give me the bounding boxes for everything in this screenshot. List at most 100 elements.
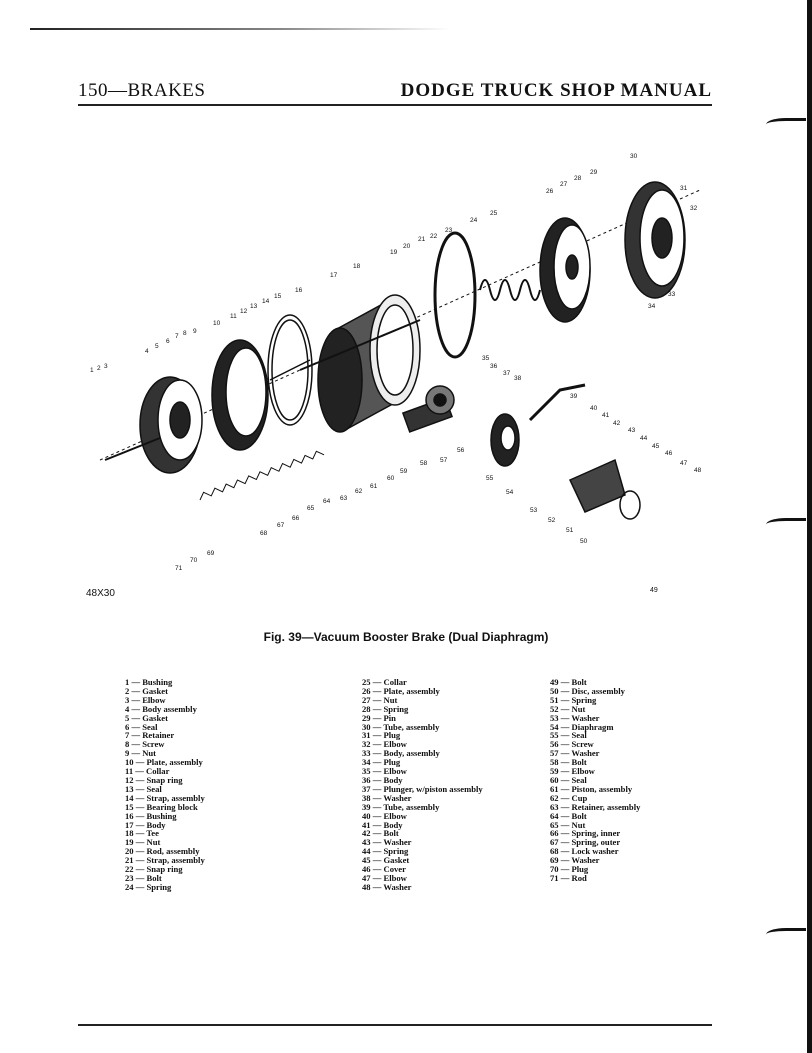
parts-list-item: 24 — Spring	[125, 881, 172, 892]
parts-list-item: 71 — Rod	[550, 872, 587, 883]
callout-number: 48	[694, 467, 702, 474]
callout-number: 61	[370, 483, 378, 490]
callout-number: 40	[590, 405, 598, 412]
callout-number: 10	[213, 320, 221, 327]
callout-number: 30	[630, 153, 638, 160]
parts-list-item: 44 — Spring	[362, 846, 409, 857]
callout-number: 7	[175, 333, 179, 340]
parts-list-item: 45 — Gasket	[362, 855, 410, 866]
parts-list-item: 68 — Lock washer	[550, 846, 619, 857]
callout-number: 33	[668, 291, 676, 298]
parts-list-item: 57 — Washer	[550, 748, 600, 759]
parts-list-item: 56 — Screw	[550, 739, 594, 750]
parts-list-item: 15 — Bearing block	[125, 801, 198, 812]
callout-number: 4	[145, 348, 149, 355]
parts-list-item: 42 — Bolt	[362, 828, 399, 839]
parts-list-item: 28 — Spring	[362, 703, 409, 714]
parts-list-item: 29 — Pin	[362, 712, 396, 723]
parts-list-item: 41 — Body	[362, 819, 403, 830]
parts-list-item: 14 — Strap, assembly	[125, 792, 205, 803]
callout-number: 55	[486, 475, 494, 482]
parts-list-item: 62 — Cup	[550, 792, 588, 803]
parts-list-item: 47 — Elbow	[362, 872, 407, 883]
callout-number: 16	[295, 287, 303, 294]
parts-list-item: 39 — Tube, assembly	[362, 801, 440, 812]
parts-list-item: 32 — Elbow	[362, 739, 407, 750]
parts-list-item: 20 — Rod, assembly	[125, 846, 200, 857]
strap-ring-part	[267, 314, 313, 426]
callout-number: 15	[274, 293, 282, 300]
parts-list-item: 70 — Plug	[550, 864, 589, 875]
binding-mark	[766, 118, 806, 131]
footer-rule	[78, 1024, 712, 1026]
callout-number: 39	[570, 393, 578, 400]
callout-number: 27	[560, 181, 568, 188]
parts-list-item: 10 — Plate, assembly	[125, 757, 203, 768]
callout-number: 31	[680, 185, 688, 192]
callout-number: 65	[307, 505, 315, 512]
parts-list-item: 27 — Nut	[362, 694, 398, 705]
callout-number: 54	[506, 489, 514, 496]
callout-number: 28	[574, 175, 582, 182]
callout-number: 46	[665, 450, 673, 457]
parts-list-item: 25 — Collar	[362, 677, 407, 687]
parts-list-item: 43 — Washer	[362, 837, 412, 848]
callout-number: 52	[548, 517, 556, 524]
callout-number: 53	[530, 507, 538, 514]
parts-list-item: 30 — Tube, assembly	[362, 721, 440, 732]
callout-number: 19	[390, 249, 398, 256]
callout-number: 12	[240, 308, 248, 315]
header-rule	[78, 104, 712, 106]
callout-number: 13	[250, 303, 258, 310]
section-heading: 150—BRAKES	[78, 80, 206, 101]
parts-list-item: 18 — Tee	[125, 828, 159, 839]
callout-number: 26	[546, 188, 554, 195]
scan-artifact-line	[30, 28, 450, 30]
callout-number: 51	[566, 527, 574, 534]
callout-number: 45	[652, 443, 660, 450]
tube-assembly-part	[528, 383, 586, 422]
parts-list-item: 64 — Bolt	[550, 810, 587, 821]
callout-number: 14	[262, 298, 270, 305]
callout-number: 9	[193, 328, 197, 335]
callout-number: 67	[277, 522, 285, 529]
parts-list-item: 52 — Nut	[550, 703, 586, 714]
callout-number: 23	[445, 227, 453, 234]
callout-number: 8	[183, 330, 187, 337]
parts-list-item: 66 — Spring, inner	[550, 828, 621, 839]
parts-list-item: 4 — Body assembly	[125, 703, 197, 714]
callout-number: 43	[628, 427, 636, 434]
callout-number: 32	[690, 205, 698, 212]
callout-number: 17	[330, 272, 338, 279]
parts-list-item: 13 — Seal	[125, 783, 162, 794]
parts-list-item: 21 — Strap, assembly	[125, 855, 205, 866]
parts-list-item: 6 — Seal	[125, 721, 158, 732]
control-valve-part	[568, 458, 641, 520]
callout-number: 21	[418, 236, 426, 243]
parts-list-item: 59 — Elbow	[550, 766, 595, 777]
parts-list-item: 61 — Piston, assembly	[550, 783, 633, 794]
parts-list-item: 3 — Elbow	[125, 694, 166, 705]
parts-list-item: 33 — Body, assembly	[362, 748, 440, 759]
callout-number: 35	[482, 355, 490, 362]
figure-code: 48X30	[86, 588, 115, 599]
callout-number: 69	[207, 550, 215, 557]
callout-number: 42	[613, 420, 621, 427]
parts-list-item: 1 — Bushing	[125, 677, 173, 687]
valve-body-part	[401, 385, 455, 433]
parts-list-item: 11 — Collar	[125, 766, 170, 777]
callout-number: 44	[640, 435, 648, 442]
callout-number: 36	[490, 363, 498, 370]
parts-list-item: 31 — Plug	[362, 730, 401, 741]
callout-number: 57	[440, 457, 448, 464]
callout-number: 1	[90, 367, 94, 374]
parts-list-item: 69 — Washer	[550, 855, 600, 866]
callout-number: 2	[97, 365, 101, 372]
parts-list-item: 40 — Elbow	[362, 810, 407, 821]
callout-number: 3	[104, 363, 108, 370]
callout-number: 60	[387, 475, 395, 482]
plate-assembly-part	[211, 339, 269, 451]
